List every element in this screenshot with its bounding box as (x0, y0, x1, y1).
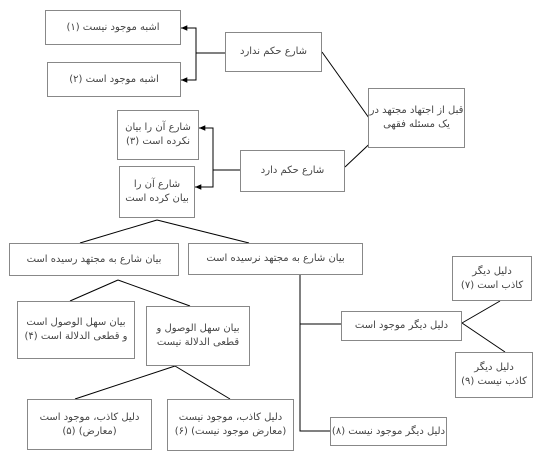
node-3-not-stated: شارع آن را بیان نکرده است (۳) (117, 110, 199, 160)
node-2-ashbah-present: اشبه موجود است (۲) (47, 62, 181, 97)
node-line: قبل از اجتهاد مجتهد در (369, 105, 464, 116)
node-before-ijtihad: قبل از اجتهاد مجتهد در یک مسئله فقهی (368, 88, 465, 148)
node-not-accessible: بیان سهل الوصول و قطعی الدلالة نیست (146, 306, 250, 366)
node-line: دلیل کاذب، موجود نیست (178, 412, 283, 423)
node-line: دلیل دیگر (474, 362, 514, 373)
node-line: بیان سهل الوصول است (26, 317, 126, 328)
node-line: یک مسئله فقهی (383, 119, 450, 130)
node-line: کاذب نیست (۹) (461, 376, 527, 387)
node-line: دلیل دیگر (472, 265, 512, 277)
node-not-reached: بیان شارع به مجتهد نرسیده است (188, 243, 363, 275)
node-1-ashbah-absent: اشبه موجود نیست (۱) (45, 10, 181, 45)
node-4-accessible: بیان سهل الوصول است و قطعی الدلالة است (… (17, 301, 135, 359)
node-line: بیان شارع به مجتهد رسیده است (26, 253, 162, 265)
node-9-not-false: دلیل دیگر کاذب نیست (۹) (455, 352, 533, 398)
node-other-evidence: دلیل دیگر موجود است (341, 311, 462, 341)
node-line: کاذب است (۷) (460, 279, 524, 291)
node-line: (معارض) (۵) (62, 425, 117, 437)
node-line: (معارض موجود نیست) (۶) (174, 426, 287, 437)
node-has-ruling: شارع حکم دارد (240, 150, 345, 192)
node-line: دلیل کاذب، موجود است (39, 411, 140, 423)
node-line: بیان سهل الوصول و (156, 323, 240, 334)
node-reached: بیان شارع به مجتهد رسیده است (9, 243, 179, 276)
node-line: اشبه موجود نیست (۱) (66, 21, 160, 33)
node-7-false: دلیل دیگر کاذب است (۷) (452, 256, 532, 301)
node-8-no-other-evidence: دلیل دیگر موجود نیست (۸) (330, 417, 447, 446)
node-line: شارع آن را (133, 179, 181, 190)
node-line: دلیل دیگر موجود نیست (۸) (331, 425, 446, 437)
node-stated: شارع آن را بیان کرده است (119, 166, 195, 218)
node-line: شارع حکم ندارد (239, 46, 308, 57)
node-line: نکرده است (۳) (125, 136, 191, 147)
node-no-ruling: شارع حکم ندارد (225, 32, 322, 72)
node-line: قطعی الدلالة نیست (156, 337, 240, 348)
node-line: شارع آن را بیان (125, 122, 191, 133)
node-line: شارع حکم دارد (260, 165, 325, 176)
node-line: و قطعی الدلالة است (۴) (24, 331, 128, 342)
node-line: بیان کرده است (125, 193, 189, 204)
node-5-false-evidence: دلیل کاذب، موجود است (معارض) (۵) (27, 399, 152, 450)
node-line: اشبه موجود است (۲) (69, 73, 159, 85)
node-line: بیان شارع به مجتهد نرسیده است (206, 253, 345, 264)
node-6-no-false-evidence: دلیل کاذب، موجود نیست (معارض موجود نیست)… (167, 399, 294, 451)
node-line: دلیل دیگر موجود است (354, 320, 449, 331)
